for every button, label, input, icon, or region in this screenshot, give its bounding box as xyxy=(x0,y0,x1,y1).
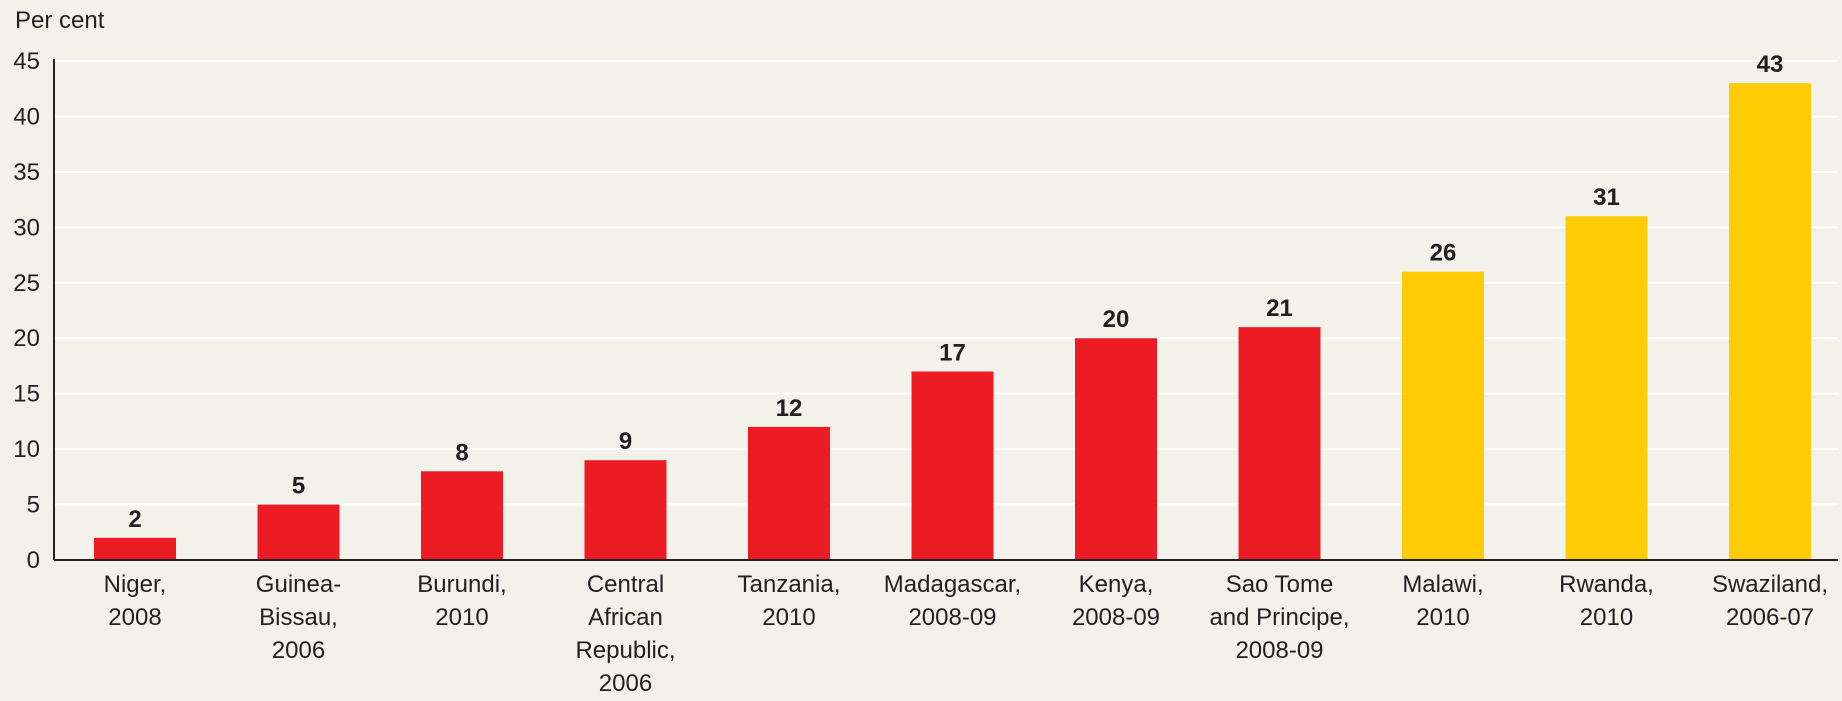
category-label-line: 2010 xyxy=(1580,604,1633,631)
category-label-line: Republic, xyxy=(575,637,675,664)
bar xyxy=(421,471,503,560)
category-label-line: and Principe, xyxy=(1209,604,1349,631)
y-tick-label: 40 xyxy=(13,103,40,130)
y-axis-ticks: 0 5 10 15 20 25 30 35 40 45 xyxy=(13,48,40,574)
category-label-line: Guinea- xyxy=(256,571,341,598)
category-label-line: 2010 xyxy=(1416,604,1469,631)
bar xyxy=(94,537,176,560)
data-label: 9 xyxy=(619,428,632,455)
bar xyxy=(911,371,994,560)
data-label: 26 xyxy=(1430,240,1457,267)
data-label: 31 xyxy=(1593,184,1620,211)
category-label-line: 2008-09 xyxy=(908,604,996,631)
category-label-line: Madagascar, xyxy=(884,571,1021,598)
category-label: Swaziland, 2006-07 xyxy=(1712,571,1828,631)
data-label: 5 xyxy=(292,473,305,500)
bar xyxy=(1729,83,1811,560)
category-label: Guinea- Bissau, 2006 xyxy=(256,571,341,664)
bar xyxy=(1075,338,1157,560)
category-label-line: 2006-07 xyxy=(1726,604,1814,631)
category-label: Burundi, 2010 xyxy=(417,571,506,631)
y-tick-label: 35 xyxy=(13,159,40,186)
gridlines xyxy=(54,60,1838,506)
data-label: 21 xyxy=(1266,295,1293,322)
category-label-line: Burundi, xyxy=(417,571,506,598)
data-label: 8 xyxy=(455,439,468,466)
data-label: 12 xyxy=(776,395,803,422)
category-label: Kenya, 2008-09 xyxy=(1072,571,1160,631)
category-label-line: Niger, xyxy=(104,571,167,598)
category-label-line: 2008-09 xyxy=(1072,604,1160,631)
category-label-line: Rwanda, xyxy=(1559,571,1654,598)
bar xyxy=(1402,271,1484,560)
category-label: Tanzania, 2010 xyxy=(738,571,841,631)
data-label: 17 xyxy=(939,339,966,366)
value-labels: 2 5 8 9 12 17 20 21 26 31 43 xyxy=(128,51,1783,533)
bar xyxy=(584,460,667,560)
data-label: 2 xyxy=(128,506,141,533)
bar xyxy=(1238,327,1321,560)
y-axis-label: Per cent xyxy=(15,7,105,34)
category-label-line: 2008 xyxy=(108,604,161,631)
bars xyxy=(94,83,1811,560)
y-tick-label: 20 xyxy=(13,325,40,352)
category-label-line: Sao Tome xyxy=(1226,571,1334,598)
category-label-line: Malawi, xyxy=(1402,571,1483,598)
y-tick-label: 10 xyxy=(13,436,40,463)
category-label: Malawi, 2010 xyxy=(1402,571,1483,631)
y-tick-label: 25 xyxy=(13,270,40,297)
category-label-line: Swaziland, xyxy=(1712,571,1828,598)
y-tick-label: 0 xyxy=(27,547,40,574)
category-label-line: Tanzania, xyxy=(738,571,841,598)
category-label-line: African xyxy=(588,604,663,631)
category-label: Niger, 2008 xyxy=(104,571,167,631)
category-label-line: Bissau, xyxy=(259,604,338,631)
category-labels: Niger, 2008 Guinea- Bissau, 2006 Burundi, 2010… xyxy=(104,571,1828,697)
y-tick-label: 15 xyxy=(13,381,40,408)
y-tick-label: 30 xyxy=(13,214,40,241)
category-label: Rwanda, 2010 xyxy=(1559,571,1654,631)
category-label: Sao Tome and Principe, 2008-09 xyxy=(1209,571,1349,664)
bar xyxy=(257,504,340,560)
category-label-line: 2010 xyxy=(435,604,488,631)
bar xyxy=(748,426,830,560)
category-label-line: 2008-09 xyxy=(1235,637,1323,664)
category-label-line: 2010 xyxy=(762,604,815,631)
data-label: 43 xyxy=(1757,51,1784,78)
y-tick-label: 5 xyxy=(27,492,40,519)
category-label-line: Central xyxy=(587,571,664,598)
category-label: Madagascar, 2008-09 xyxy=(884,571,1021,631)
data-label: 20 xyxy=(1103,306,1130,333)
category-label-line: Kenya, xyxy=(1079,571,1154,598)
axes xyxy=(53,59,1838,561)
category-label-line: 2006 xyxy=(599,670,652,697)
y-tick-label: 45 xyxy=(13,48,40,75)
category-label-line: 2006 xyxy=(272,637,325,664)
bar xyxy=(1565,216,1648,560)
